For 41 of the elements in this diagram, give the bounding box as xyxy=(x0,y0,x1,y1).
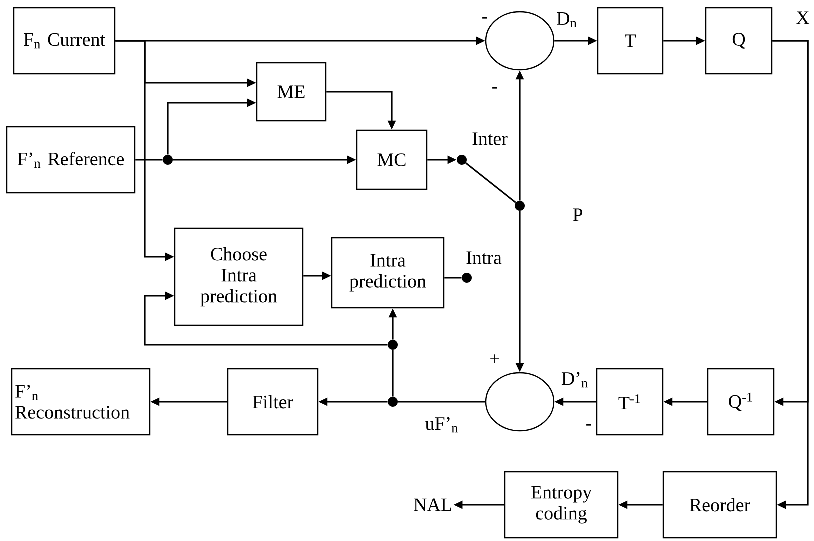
switch-label: Intra xyxy=(466,252,502,264)
edge-label: uF’$_{n}$ xyxy=(425,417,458,433)
process-box: T xyxy=(597,7,664,75)
process-box: F’$_{n}$ Reference xyxy=(6,126,136,194)
junction-dot xyxy=(388,340,398,350)
arrow xyxy=(772,40,809,510)
sign-label: - xyxy=(586,424,592,426)
process-box: F$_{n}$ Current xyxy=(13,7,116,75)
process-box: Filter xyxy=(227,368,319,436)
process-box: F’$_{n}$ Reconstruction xyxy=(11,368,151,436)
junction-dot xyxy=(515,201,525,211)
connector-line xyxy=(466,162,516,204)
connector-line xyxy=(444,277,462,279)
sign-label: - xyxy=(482,17,488,19)
process-box: MC xyxy=(356,130,428,190)
process-box: Intra prediction xyxy=(331,237,445,309)
switch-label: Inter xyxy=(472,132,508,146)
sign-label: - xyxy=(492,87,498,89)
summing-junction xyxy=(485,11,555,71)
junction-dot xyxy=(457,155,467,165)
junction-dot xyxy=(462,273,472,283)
junction-dot xyxy=(163,155,173,165)
edge-label: D$_{n}$ xyxy=(557,12,577,28)
process-box: Reorder xyxy=(662,471,778,539)
connector-line xyxy=(392,350,394,397)
process-box: Q xyxy=(705,7,773,75)
switch-label: P xyxy=(573,208,583,222)
output-label: NAL xyxy=(414,498,452,512)
junction-dot xyxy=(388,397,398,407)
connector-line xyxy=(398,401,486,403)
summing-junction xyxy=(485,372,555,432)
process-box: Entropy coding xyxy=(504,471,619,539)
edge-label: D’$_{n}$ xyxy=(562,372,588,388)
sign-label: + xyxy=(490,354,500,364)
arrow xyxy=(144,292,388,346)
process-box: T$^{-1}$ xyxy=(596,368,664,436)
connector-line xyxy=(136,159,163,161)
process-box: Choose Intra prediction xyxy=(174,228,304,326)
process-box: ME xyxy=(256,62,327,122)
process-box: Q$^{-1}$ xyxy=(707,368,775,436)
edge-label: X xyxy=(796,12,810,24)
